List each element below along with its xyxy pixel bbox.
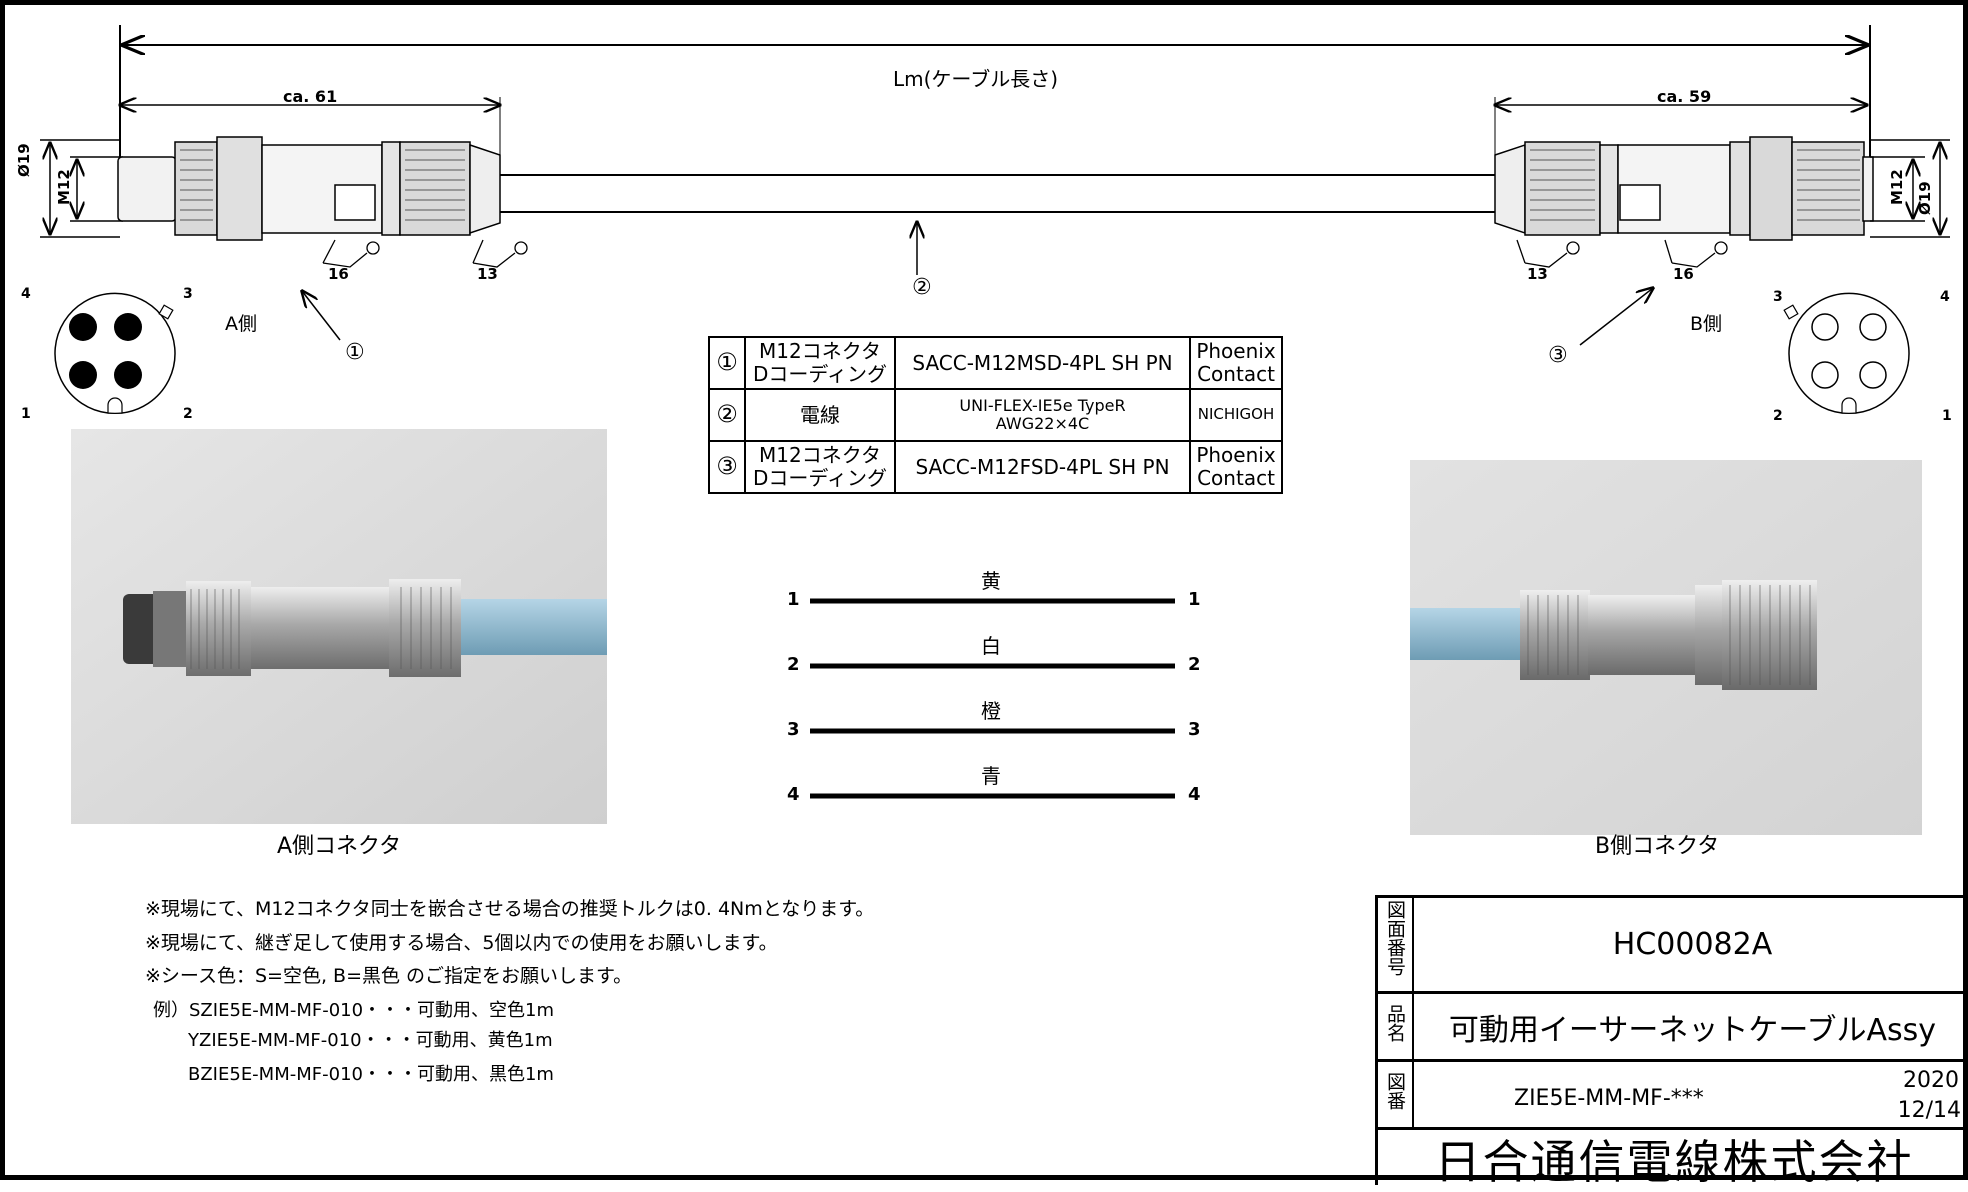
part-name: 電線 — [744, 388, 896, 442]
wire-4-color: 青 — [981, 764, 1001, 788]
wire-2-color: 白 — [981, 634, 1001, 658]
photo-connector-a — [71, 429, 607, 824]
date-year: 2020 — [1903, 1068, 1959, 1093]
cable-drawing — [500, 174, 1495, 213]
label-fig-no: 図番 — [1378, 1062, 1414, 1130]
wire-3-right: 3 — [1188, 719, 1201, 740]
b-m12-label: M12 — [1888, 169, 1906, 205]
connector-b-drawing — [1494, 136, 1950, 241]
connector-a-face — [54, 292, 176, 415]
connector-a-drawing — [40, 136, 501, 241]
wire-1-color: 黄 — [981, 569, 1001, 593]
b-pin3: 3 — [1773, 289, 1783, 305]
callout-3: ③ — [1548, 343, 1568, 368]
side-b-label: B側 — [1690, 313, 1723, 335]
part-no: ① — [708, 336, 746, 390]
a-dia19-label: Ø19 — [15, 143, 33, 177]
note-1: ※現場にて、M12コネクタ同士を嵌合させる場合の推奨トルクは0. 4Nmとなりま… — [145, 898, 875, 920]
callout-2: ② — [912, 275, 932, 300]
figure-number: ZIE5E-MM-MF-*** 2020 12/14 — [1414, 1062, 1968, 1130]
cable-length-label: Lm(ケーブル長さ) — [893, 67, 1059, 91]
callout-1: ① — [345, 340, 365, 365]
part-model: SACC-M12FSD-4PL SH PN — [894, 440, 1191, 494]
a-length-label: ca. 61 — [283, 87, 338, 106]
wiring-diagram — [810, 598, 1175, 799]
wire-2-left: 2 — [787, 654, 800, 675]
label-drawing-no: 図面番号 — [1378, 898, 1414, 994]
a-m12-label: M12 — [55, 169, 73, 205]
part-no: ② — [708, 388, 746, 442]
a-pin4: 4 — [21, 286, 31, 302]
product-name: 可動用イーサーネットケーブルAssy — [1414, 994, 1968, 1062]
wire-3-color: 橙 — [981, 699, 1001, 723]
wrench-16-a: 16 — [328, 265, 349, 283]
note-3: ※シース色：S=空色, B=黒色 のご指定をお願いします。 — [145, 965, 633, 987]
a-pin3: 3 — [183, 286, 193, 302]
wire-1-left: 1 — [787, 589, 800, 610]
side-a-label: A側 — [225, 313, 257, 335]
wrench-13-a: 13 — [477, 265, 498, 283]
a-pin1: 1 — [21, 406, 31, 422]
wrench-16-b: 16 — [1673, 265, 1694, 283]
photo-b-caption: B側コネクタ — [1595, 834, 1720, 859]
company-name: 日合通信電線株式会社 — [1434, 1135, 1915, 1189]
b-pin1: 1 — [1942, 408, 1952, 424]
part-maker: NICHIGOH — [1189, 388, 1283, 442]
b-dia19-label: Ø19 — [1916, 181, 1934, 215]
wire-2-right: 2 — [1188, 654, 1201, 675]
note-example-2: YZIE5E-MM-MF-010・・・可動用、黄色1m — [188, 1030, 553, 1051]
a-pin2: 2 — [183, 406, 193, 422]
connector-b-face — [1783, 292, 1910, 415]
b-length-label: ca. 59 — [1657, 87, 1712, 106]
photo-connector-b — [1410, 460, 1922, 835]
drawing-number: HC00082A — [1414, 898, 1968, 994]
wire-4-left: 4 — [787, 784, 800, 805]
part-no: ③ — [708, 440, 746, 494]
technical-drawing — [40, 25, 1950, 799]
title-block: 図面番号 HC00082A 品名 可動用イーサーネットケーブルAssy 図番 Z… — [1375, 895, 1968, 1189]
b-pin2: 2 — [1773, 408, 1783, 424]
part-model: SACC-M12MSD-4PL SH PN — [894, 336, 1191, 390]
photo-a-caption: A側コネクタ — [277, 834, 402, 859]
label-name: 品名 — [1378, 994, 1414, 1062]
date-day: 12/14 — [1897, 1098, 1961, 1123]
wrench-13-b: 13 — [1527, 265, 1548, 283]
b-pin4: 4 — [1940, 289, 1950, 305]
wire-3-left: 3 — [787, 719, 800, 740]
note-example-1: 例）SZIE5E-MM-MF-010・・・可動用、空色1m — [153, 1000, 555, 1021]
wire-4-right: 4 — [1188, 784, 1201, 805]
note-example-3: BZIE5E-MM-MF-010・・・可動用、黒色1m — [188, 1064, 554, 1085]
wire-1-right: 1 — [1188, 589, 1201, 610]
note-2: ※現場にて、継ぎ足して使用する場合、5個以内での使用をお願いします。 — [145, 932, 778, 954]
